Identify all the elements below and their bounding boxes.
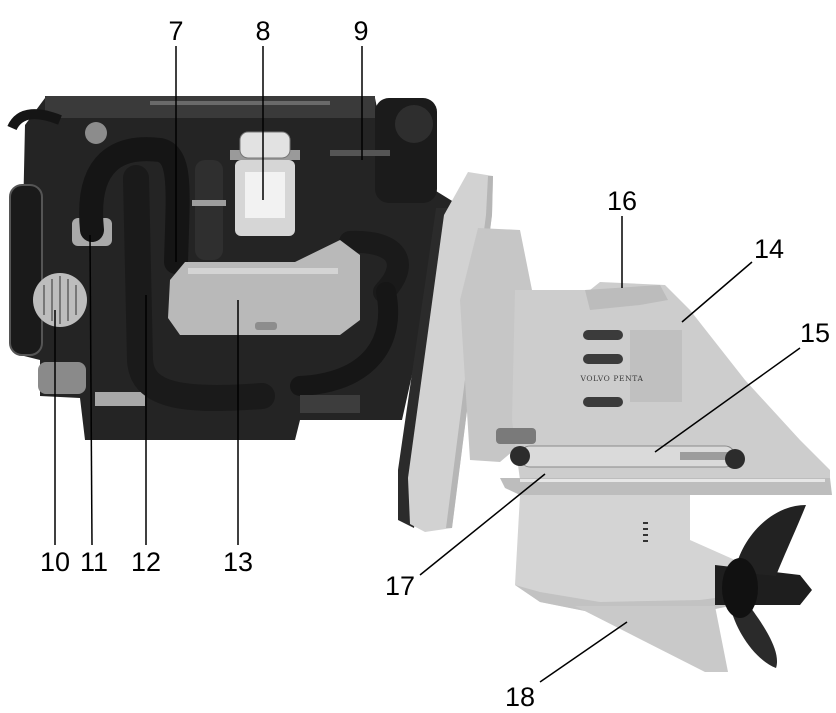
- callouts: 7 8 9 10 11 12 13 14 15 16 17 18: [40, 16, 830, 712]
- level-mark: [643, 528, 648, 530]
- level-marks: [643, 522, 648, 542]
- drive-vent: [583, 397, 623, 407]
- level-mark: [643, 540, 648, 542]
- hose-clamp: [192, 200, 226, 206]
- callout-14: 14: [754, 234, 784, 264]
- drive-lettering: VOLVO PENTA: [579, 374, 643, 383]
- coolant-hose-upper: [79, 137, 190, 274]
- callout-9: 9: [353, 16, 368, 46]
- engine-wiring: [330, 150, 390, 156]
- drive-vent: [583, 354, 623, 364]
- shift-linkage: [496, 428, 536, 444]
- leader-line-11: [89, 234, 93, 546]
- fuel-filter-label: [245, 172, 285, 218]
- oil-filler-cap: [85, 122, 107, 144]
- top-cover: [585, 285, 668, 310]
- callout-18: 18: [505, 682, 535, 712]
- crank-pulley-belt: [9, 184, 43, 356]
- fuel-filter-cap: [239, 131, 291, 159]
- propeller: [715, 505, 812, 668]
- callout-10: 10: [40, 547, 70, 577]
- leader-lines: [54, 46, 801, 683]
- heat-exchanger-highlight: [188, 268, 338, 274]
- skeg: [575, 606, 728, 672]
- anti-ventilation-plate: [500, 478, 832, 495]
- heat-exchanger-cap: [255, 322, 277, 330]
- leader-line-17: [419, 473, 546, 576]
- lower-unit: [515, 495, 760, 614]
- side-panel: [630, 330, 682, 402]
- top-hose: [7, 109, 62, 131]
- callout-16: 16: [607, 186, 637, 216]
- alternator-ribs: [43, 276, 77, 324]
- level-mark: [643, 522, 648, 524]
- callout-11: 11: [80, 547, 108, 577]
- callout-7: 7: [168, 16, 183, 46]
- exhaust-hose: [290, 282, 399, 396]
- sterndrive: VOLVO PENTA: [460, 228, 832, 672]
- leader-line-15: [654, 347, 801, 453]
- mount-bracket: [95, 392, 145, 406]
- leader-line-18: [539, 621, 628, 683]
- propeller-blade-upper: [735, 505, 806, 576]
- level-mark: [643, 534, 648, 536]
- starter-motor: [38, 362, 86, 394]
- engine: [7, 96, 470, 440]
- heat-exchanger: [168, 240, 360, 335]
- trim-cylinder-rod: [680, 452, 735, 460]
- drive-vent: [583, 330, 623, 340]
- coolant-hose-lower: [123, 165, 275, 412]
- engine-mount-rear: [300, 395, 360, 413]
- callout-13: 13: [223, 547, 253, 577]
- callout-15: 15: [800, 318, 830, 348]
- valve-cover-highlight: [150, 101, 330, 105]
- flywheel-flange: [395, 105, 433, 143]
- intake-hose: [195, 160, 223, 260]
- callout-12: 12: [131, 547, 161, 577]
- leader-line-14: [681, 261, 753, 323]
- callout-17: 17: [385, 571, 415, 601]
- trim-cylinder-rear-mount: [725, 449, 745, 469]
- trim-cylinder-front-mount: [510, 446, 530, 466]
- valve-cover-rail: [45, 96, 375, 118]
- propeller-blade-front: [722, 558, 758, 618]
- anti-ventilation-plate-highlight: [520, 479, 825, 482]
- callout-8: 8: [255, 16, 270, 46]
